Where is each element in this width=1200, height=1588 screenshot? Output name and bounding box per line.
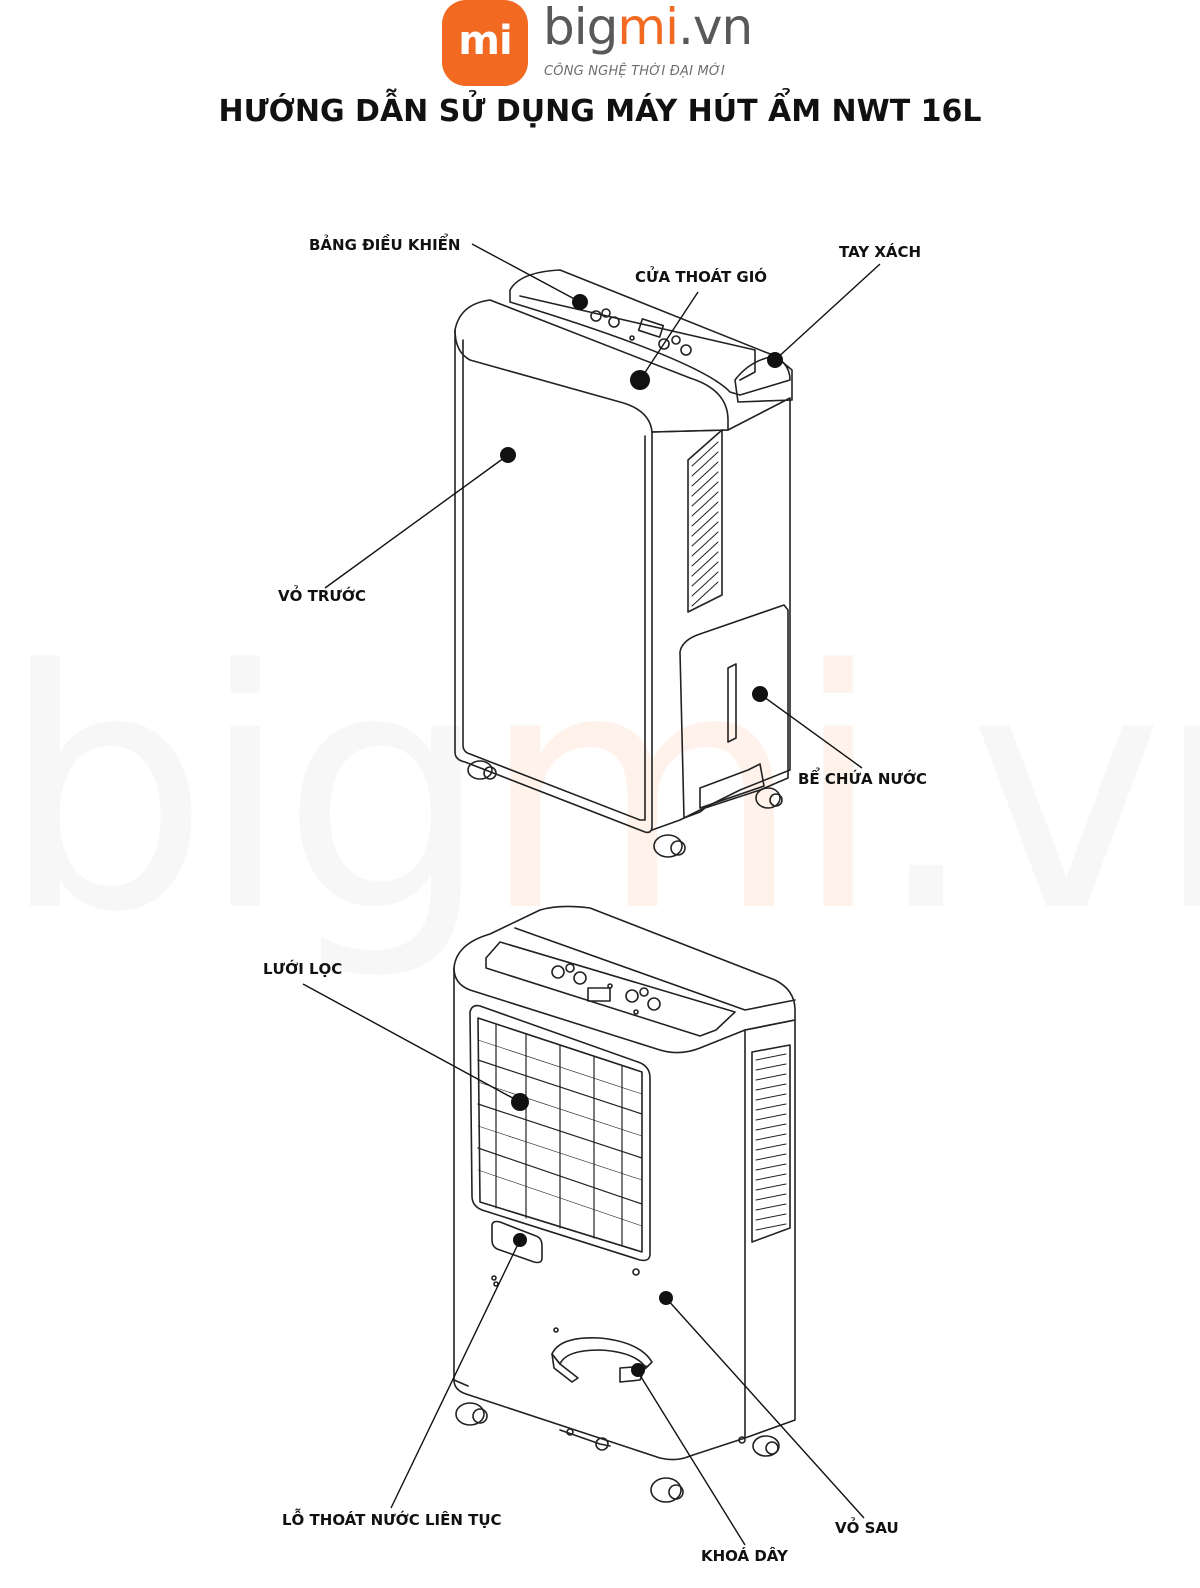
dot-front-cover (500, 447, 516, 463)
callout-dots (500, 294, 783, 1377)
watermark: bigmi.vn (0, 600, 1200, 984)
watermark-suffix: .vn (873, 600, 1200, 984)
leader-lines (302, 243, 881, 1546)
page-title: HƯỚNG DẪN SỬ DỤNG MÁY HÚT ẨM NWT 16L (218, 94, 982, 129)
label-back-cover: VỎ SAU (835, 1519, 899, 1537)
brand-logo-icon: mi (442, 0, 528, 86)
watermark-prefix: big (0, 600, 491, 984)
dot-cord-clip (631, 1363, 645, 1377)
label-cord-clip: KHOÁ DÂY (701, 1547, 788, 1565)
label-water-tank: BỂ CHỨA NƯỚC (798, 770, 928, 788)
dot-back-cover (659, 1291, 673, 1305)
front-view-unit (454, 269, 793, 858)
label-continuous-drain: LỖ THOÁT NƯỚC LIÊN TỤC (282, 1511, 502, 1529)
dot-air-outlet (630, 370, 650, 390)
label-front-cover: VỎ TRƯỚC (278, 587, 367, 605)
brand-name: bigmi.vn (543, 0, 753, 56)
back-view-unit (453, 905, 796, 1503)
brand-prefix: big (543, 0, 618, 56)
dot-handle (767, 352, 783, 368)
brand-suffix: .vn (677, 0, 753, 56)
logo-mark: mi (458, 18, 512, 64)
dot-continuous-drain (513, 1233, 527, 1247)
dot-water-tank (752, 686, 768, 702)
dot-control-panel (572, 294, 588, 310)
label-control-panel: BẢNG ĐIỀU KHIỂN (309, 236, 461, 254)
label-handle: TAY XÁCH (839, 243, 922, 261)
dot-filter (511, 1093, 529, 1111)
brand-tagline: CÔNG NGHỆ THỜI ĐẠI MỚI (544, 64, 725, 79)
label-filter: LƯỚI LỌC (263, 960, 343, 978)
brand-mi: mi (617, 0, 679, 56)
watermark-mi: mi (480, 600, 884, 984)
label-air-outlet: CỬA THOÁT GIÓ (635, 268, 768, 286)
